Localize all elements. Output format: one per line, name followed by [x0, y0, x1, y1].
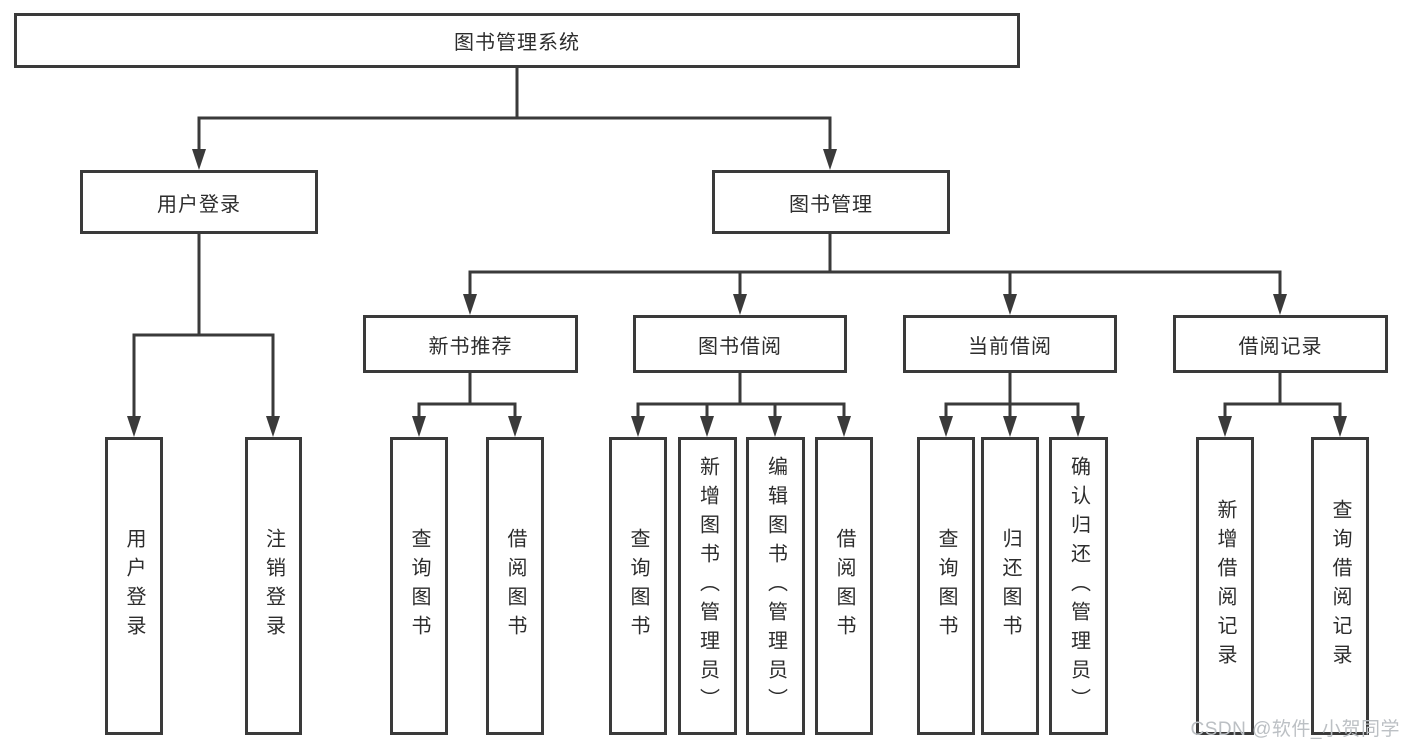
node-label: 借阅图书: [833, 528, 855, 644]
node-book-borrowing: 图书借阅: [633, 315, 847, 373]
node-current-borrowing: 当前借阅: [903, 315, 1117, 373]
leaf-recommend-borrow-books: 借阅图书: [486, 437, 544, 735]
node-label: 当前借阅: [968, 335, 1052, 358]
node-label: 借阅图书: [504, 528, 526, 644]
node-library-management-system: 图书管理系统: [14, 13, 1020, 68]
connector-lines: [132, 66, 1342, 421]
node-new-book-recommendation: 新书推荐: [363, 315, 578, 373]
leaf-user-login: 用户登录: [105, 437, 163, 735]
node-label: 查询图书: [627, 528, 649, 644]
leaf-current-query-books: 查询图书: [917, 437, 975, 735]
node-label: 图书管理: [789, 193, 873, 216]
node-label: 用户登录: [157, 193, 241, 216]
node-label: 注销登录: [262, 528, 285, 644]
leaf-add-books-admin: 新增图书（管理员）: [678, 437, 737, 735]
leaf-add-borrow-record: 新增借阅记录: [1196, 437, 1254, 735]
leaf-edit-books-admin: 编辑图书（管理员）: [746, 437, 805, 735]
node-label: 编辑图书（管理员）: [764, 455, 787, 717]
node-label: 新增图书（管理员）: [696, 455, 719, 717]
leaf-recommend-query-books: 查询图书: [390, 437, 448, 735]
node-book-management: 图书管理: [712, 170, 950, 234]
leaf-borrowing-query-books: 查询图书: [609, 437, 667, 735]
leaf-return-books: 归还图书: [981, 437, 1039, 735]
csdn-watermark: CSDN @软件_小贺同学: [1190, 719, 1400, 740]
node-label: 图书管理系统: [454, 32, 580, 54]
leaf-query-borrow-record: 查询借阅记录: [1311, 437, 1369, 735]
leaf-borrowing-borrow-books: 借阅图书: [815, 437, 873, 735]
node-label: 查询借阅记录: [1329, 499, 1351, 673]
node-label: 新增借阅记录: [1214, 499, 1236, 673]
node-label: 确认归还（管理员）: [1067, 455, 1090, 717]
node-label: 归还图书: [999, 528, 1021, 644]
leaf-logout: 注销登录: [245, 437, 302, 735]
node-label: 查询图书: [408, 528, 430, 644]
node-label: 图书借阅: [698, 335, 782, 358]
node-label: 新书推荐: [428, 335, 513, 358]
leaf-confirm-return-admin: 确认归还（管理员）: [1049, 437, 1108, 735]
node-label: 借阅记录: [1238, 335, 1323, 358]
node-label: 用户登录: [123, 528, 145, 644]
node-borrowing-records: 借阅记录: [1173, 315, 1388, 373]
node-label: 查询图书: [935, 528, 957, 644]
node-user-login: 用户登录: [80, 170, 318, 234]
